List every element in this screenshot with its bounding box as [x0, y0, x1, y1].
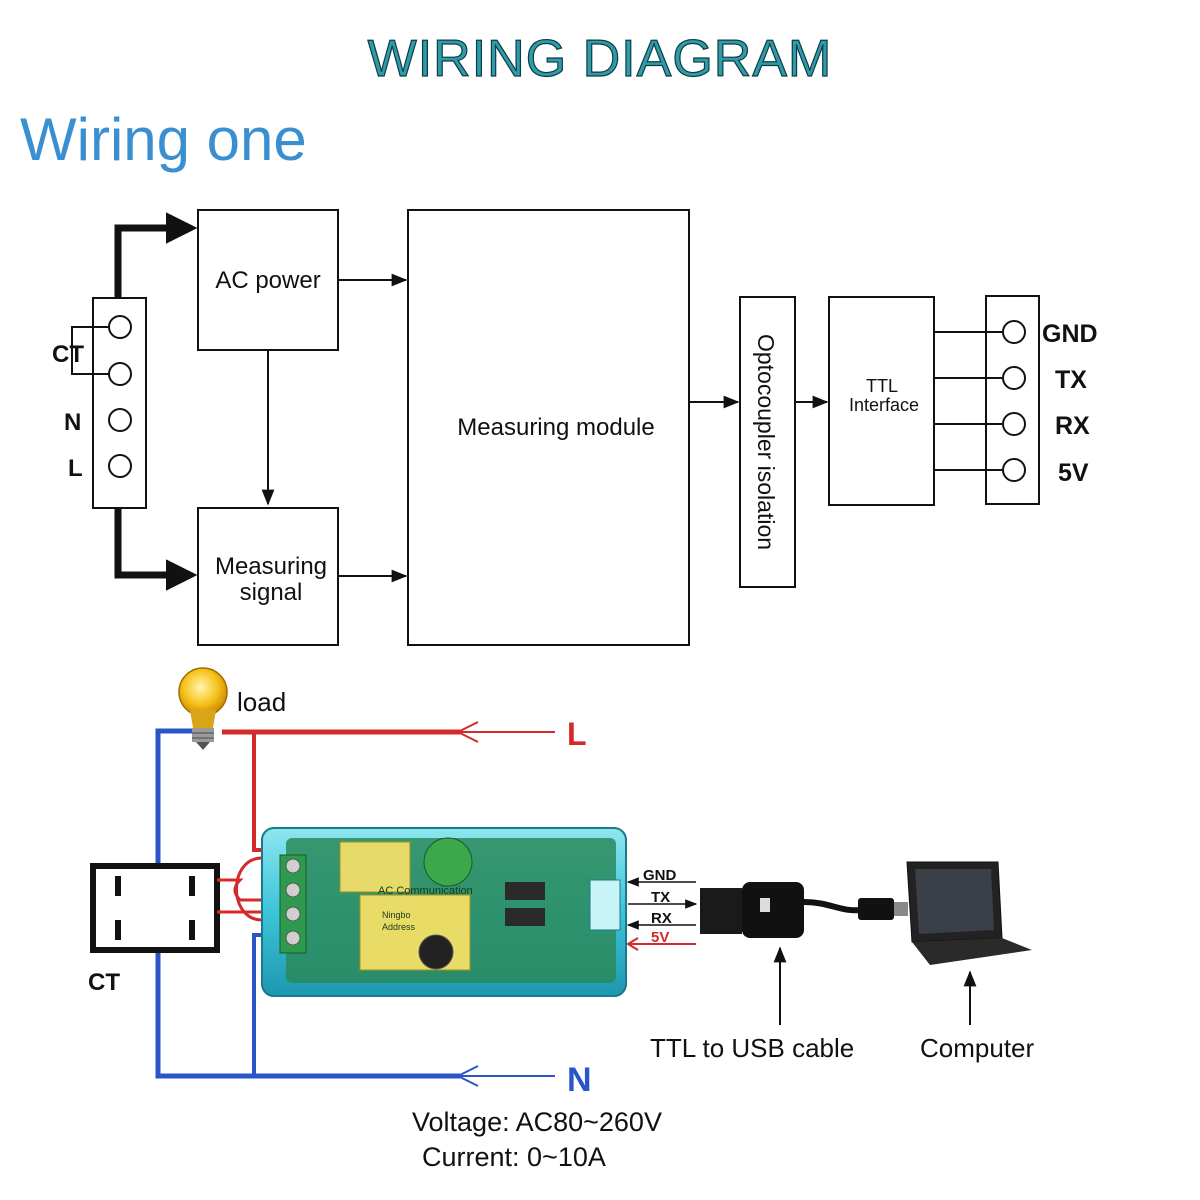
measuring-signal-box — [197, 507, 339, 646]
line-label-l: L — [567, 716, 587, 752]
module-line: Ningbo — [382, 910, 411, 920]
voltage-spec: Voltage: AC80~260V — [412, 1107, 662, 1137]
l-arrow-icon — [455, 721, 479, 743]
terminal-screw — [108, 408, 132, 432]
ct-loop — [235, 856, 263, 922]
output-screw — [1002, 412, 1026, 436]
measuring-module-label: Measuring module — [457, 414, 654, 441]
ct-transformer — [90, 863, 220, 953]
ct-label: CT — [88, 969, 120, 996]
optocoupler-label: Optocoupler isolation — [753, 334, 779, 550]
laptop-icon — [906, 861, 1032, 965]
current-spec: Current: 0~10A — [422, 1142, 606, 1172]
ttl-label-2: Interface — [849, 395, 919, 415]
photo-pin-tx: TX — [651, 889, 670, 906]
subtitle: Wiring one — [20, 106, 307, 173]
measuring-module-box — [407, 209, 690, 646]
n-arrow-icon — [455, 1065, 479, 1087]
blue-wire-drop — [252, 933, 262, 1076]
output-screw — [1002, 320, 1026, 344]
photo-pin-gnd: GND — [643, 867, 677, 884]
measuring-signal-label-1: Measuring — [215, 553, 327, 580]
output-screw — [1002, 458, 1026, 482]
photo-pin-rx: RX — [651, 910, 672, 927]
terminal-screw — [108, 315, 132, 339]
pin-label-rx: RX — [1055, 412, 1090, 440]
terminal-label-l: L — [68, 455, 83, 482]
red-wire-drop — [252, 732, 262, 852]
line-label-n: N — [567, 1061, 592, 1099]
terminal-screw — [108, 362, 132, 386]
light-bulb-icon — [178, 667, 228, 750]
optocoupler-box — [739, 296, 796, 588]
ttl-label-1: TTL — [866, 376, 898, 396]
usb-cable-icon — [700, 882, 908, 938]
ac-power-box — [197, 209, 339, 351]
physical-wiring: load L N CT — [88, 667, 1034, 1172]
cable-label: TTL to USB cable — [650, 1033, 854, 1063]
module-line: Address — [382, 922, 416, 932]
pin-label-gnd: GND — [1042, 320, 1098, 348]
main-title: WIRING DIAGRAM — [368, 30, 833, 88]
terminal-label-n: N — [64, 409, 81, 436]
photo-pin-5v: 5V — [651, 929, 669, 946]
block-diagram: CT N L AC power Measuring signal Measuri… — [52, 209, 1098, 646]
ct-bracket — [71, 326, 109, 375]
pin-label-tx: TX — [1055, 366, 1087, 394]
measuring-signal-label-2: signal — [240, 579, 303, 606]
module-text: AC Communication — [378, 885, 473, 897]
pin-arrow-5v-head — [626, 937, 639, 951]
output-screw — [1002, 366, 1026, 390]
terminal-screw — [108, 454, 132, 478]
thick-arrow-top — [114, 212, 198, 298]
thick-arrow-bottom — [114, 508, 198, 591]
pin-label-5v: 5V — [1058, 459, 1089, 487]
computer-label: Computer — [920, 1033, 1034, 1063]
ac-power-label: AC power — [215, 267, 320, 294]
ttl-interface-box — [828, 296, 935, 506]
load-label: load — [237, 687, 286, 717]
terminal-label-ct: CT — [52, 341, 84, 368]
pzem-module: AC Communication Ningbo Address — [261, 827, 627, 997]
ct-wire — [217, 878, 262, 902]
